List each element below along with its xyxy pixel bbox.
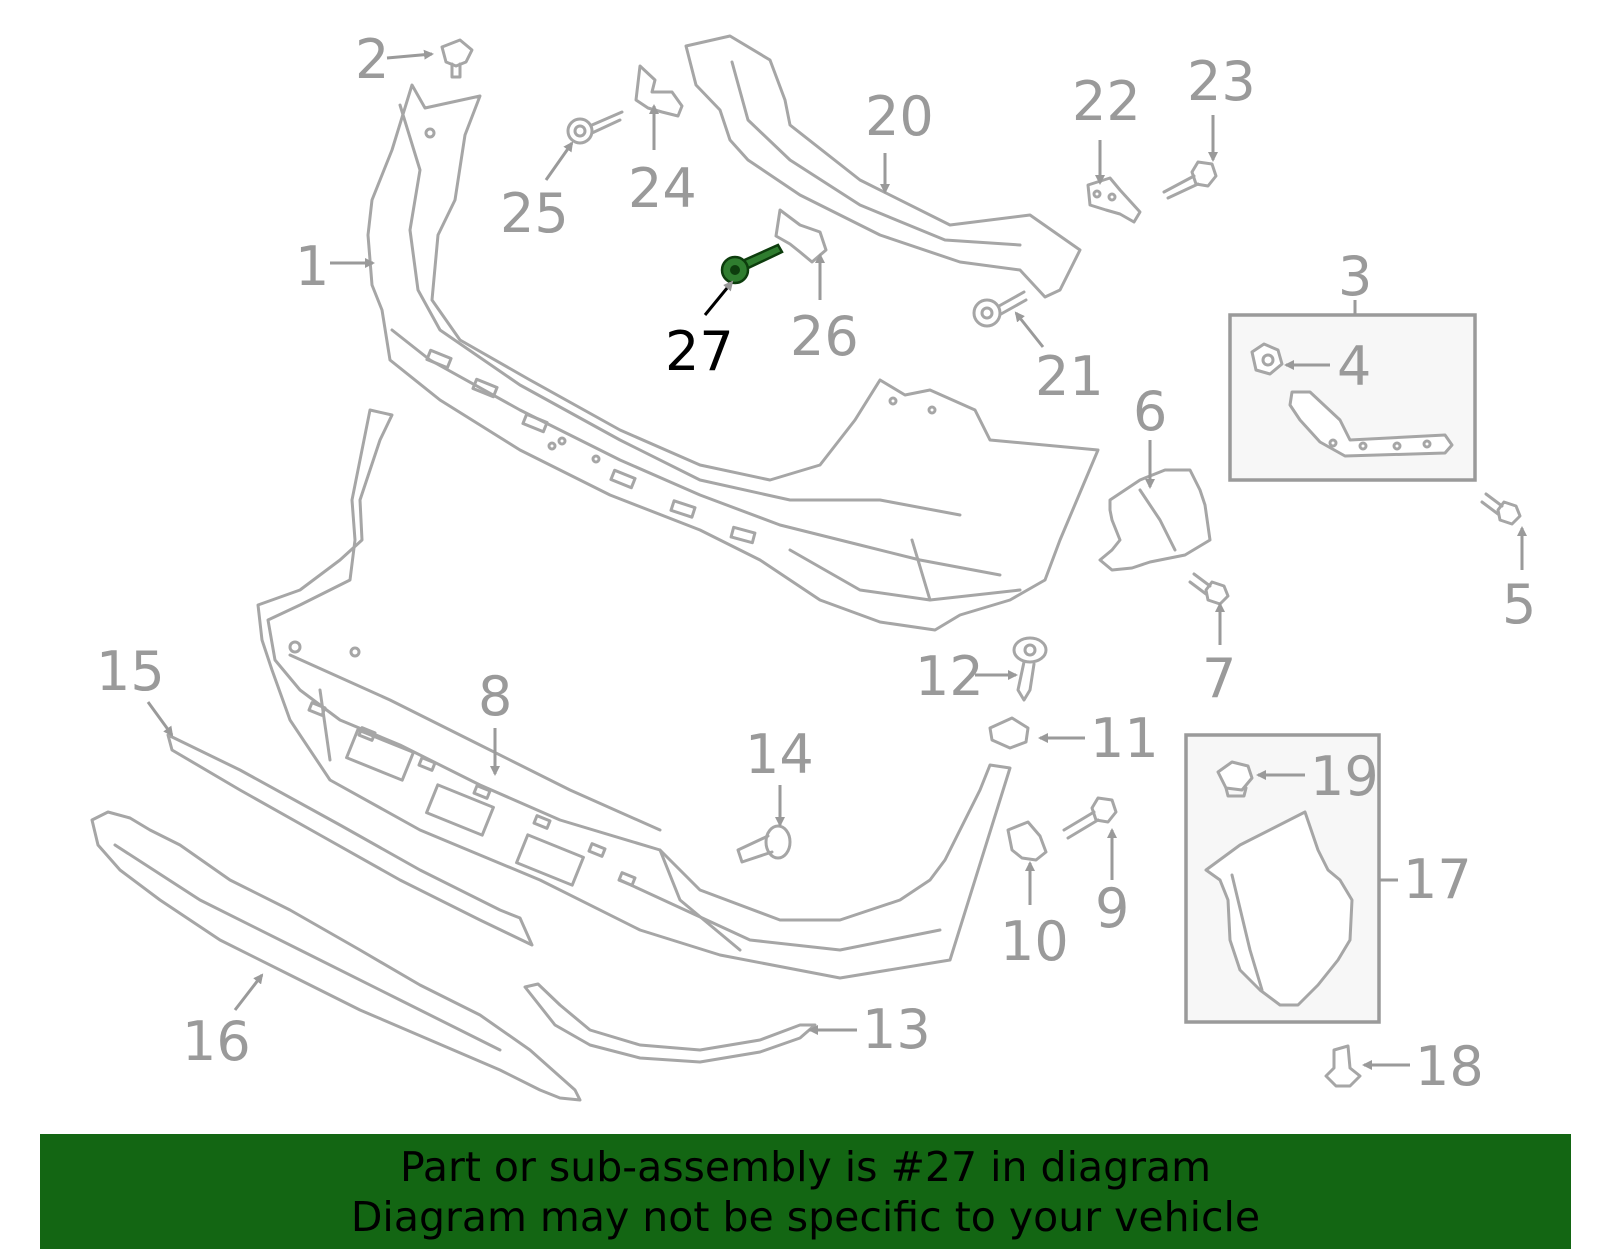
banner-line-part-number: Part or sub-assembly is #27 in diagram <box>399 1142 1212 1191</box>
callout-15: 15 <box>96 640 165 703</box>
callout-21: 21 <box>1035 345 1104 408</box>
callout-16: 16 <box>182 1010 251 1073</box>
part-21-bolt <box>972 290 1028 328</box>
part-4-nut <box>1250 342 1284 376</box>
callout-8: 8 <box>478 665 512 728</box>
callout-arrows <box>146 49 1527 1070</box>
callout-14: 14 <box>745 723 814 786</box>
callout-20: 20 <box>865 85 934 148</box>
part-8-lower-bumper <box>256 408 1012 980</box>
callout-4: 4 <box>1337 335 1371 398</box>
callout-22: 22 <box>1072 70 1141 133</box>
info-banner: Part or sub-assembly is #27 in diagram D… <box>40 1134 1571 1249</box>
callout-labels: 2 1 25 24 20 26 27 21 22 23 3 4 5 6 7 12… <box>96 28 1536 1098</box>
callout-3: 3 <box>1338 245 1372 308</box>
callout-10: 10 <box>1000 910 1069 973</box>
part-7-bolt <box>1188 572 1230 606</box>
part-19-nut <box>1216 760 1254 798</box>
part-13-trim <box>523 982 817 1064</box>
part-24-bracket <box>634 64 684 118</box>
part-5-bolt <box>1480 492 1522 526</box>
part-26-bracket <box>774 208 828 264</box>
part-16-lower-grille <box>90 810 582 1102</box>
part-18-clip <box>1324 1044 1362 1088</box>
parts-diagram: 2 1 25 24 20 26 27 21 22 23 3 4 5 6 7 12… <box>90 28 1536 1102</box>
part-17-assembly-box <box>1184 733 1381 1024</box>
part-3-assembly-box <box>1228 313 1477 482</box>
part-2-clip <box>440 38 474 79</box>
part-11-clip <box>988 716 1030 750</box>
callout-9: 9 <box>1095 877 1129 940</box>
part-6-bracket <box>1098 468 1212 572</box>
callout-19: 19 <box>1310 745 1379 808</box>
callout-13: 13 <box>862 998 931 1061</box>
part-15-trim-strip <box>166 733 534 947</box>
callout-11: 11 <box>1090 707 1159 770</box>
part-9-bolt <box>1062 796 1118 840</box>
part-27-bolt-highlighted <box>720 243 784 285</box>
part-12-screw <box>1012 636 1048 702</box>
callout-1: 1 <box>295 235 329 298</box>
callout-26: 26 <box>790 305 859 368</box>
callout-25: 25 <box>500 182 569 245</box>
part-25-bolt <box>566 110 624 145</box>
part-14-pin <box>736 824 792 864</box>
callout-6: 6 <box>1133 380 1167 443</box>
banner-line-disclaimer: Diagram may not be specific to your vehi… <box>350 1192 1261 1241</box>
part-20-reinforcement <box>684 34 1082 299</box>
callout-24: 24 <box>628 157 697 220</box>
callout-17: 17 <box>1403 848 1472 911</box>
callout-18: 18 <box>1415 1035 1484 1098</box>
part-10-clip <box>1006 820 1048 862</box>
part-22-bracket <box>1086 176 1142 224</box>
part-1-bumper-cover-upper <box>366 83 1100 632</box>
part-23-bolt <box>1162 160 1218 200</box>
callout-23: 23 <box>1187 50 1256 113</box>
callout-27: 27 <box>665 320 734 383</box>
callout-7: 7 <box>1202 647 1236 710</box>
callout-2: 2 <box>355 28 389 91</box>
callout-12: 12 <box>915 645 984 708</box>
callout-5: 5 <box>1502 573 1536 636</box>
